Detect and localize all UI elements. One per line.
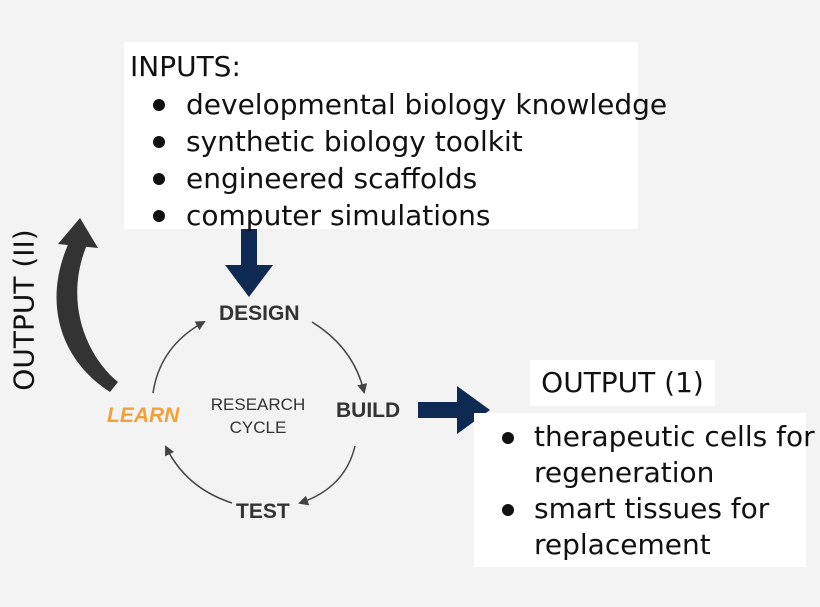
list-item: synthetic biology toolkit <box>130 123 638 160</box>
stage-learn: LEARN <box>107 404 180 427</box>
list-item: computer simulations <box>130 197 638 234</box>
cycle-arrow-build-to-test <box>298 445 356 506</box>
stage-test: TEST <box>236 500 290 523</box>
output1-title: OUTPUT (1) <box>530 360 715 406</box>
cycle-arrow-test-to-learn <box>165 445 233 504</box>
list-item-line: regeneration <box>534 456 715 489</box>
cycle-arrow-design-to-build <box>311 321 368 394</box>
list-item: engineered scaffolds <box>130 160 638 197</box>
inputs-to-design-arrow <box>225 229 273 297</box>
inputs-box: INPUTS: developmental biology knowledge … <box>124 42 667 232</box>
output2-title: OUTPUT (II) <box>7 229 41 391</box>
build-to-output-arrow <box>418 386 490 434</box>
stage-design: DESIGN <box>219 302 300 325</box>
list-item-line: therapeutic cells for <box>534 420 815 453</box>
output2-arrowhead <box>58 218 98 248</box>
list-item-line: replacement <box>534 528 711 561</box>
cycle-arrow-learn-to-design <box>152 321 206 394</box>
inputs-title: INPUTS: <box>130 50 241 83</box>
list-item: smart tissues for replacement <box>474 491 806 563</box>
research-cycle-line2: CYCLE <box>229 418 287 437</box>
list-item-line: smart tissues for <box>534 492 770 525</box>
inputs-list: developmental biology knowledge syntheti… <box>130 86 667 234</box>
research-cycle-line1: RESEARCH <box>210 395 306 414</box>
output1-box: therapeutic cells for regeneration smart… <box>474 413 815 567</box>
list-item: therapeutic cells for regeneration <box>474 419 815 491</box>
list-item: developmental biology knowledge <box>130 86 667 123</box>
output2-curved-arrow <box>56 236 118 392</box>
stage-build: BUILD <box>336 399 401 422</box>
output1-list: therapeutic cells for regeneration smart… <box>474 419 815 563</box>
research-cycle-label: RESEARCH CYCLE <box>198 393 318 439</box>
